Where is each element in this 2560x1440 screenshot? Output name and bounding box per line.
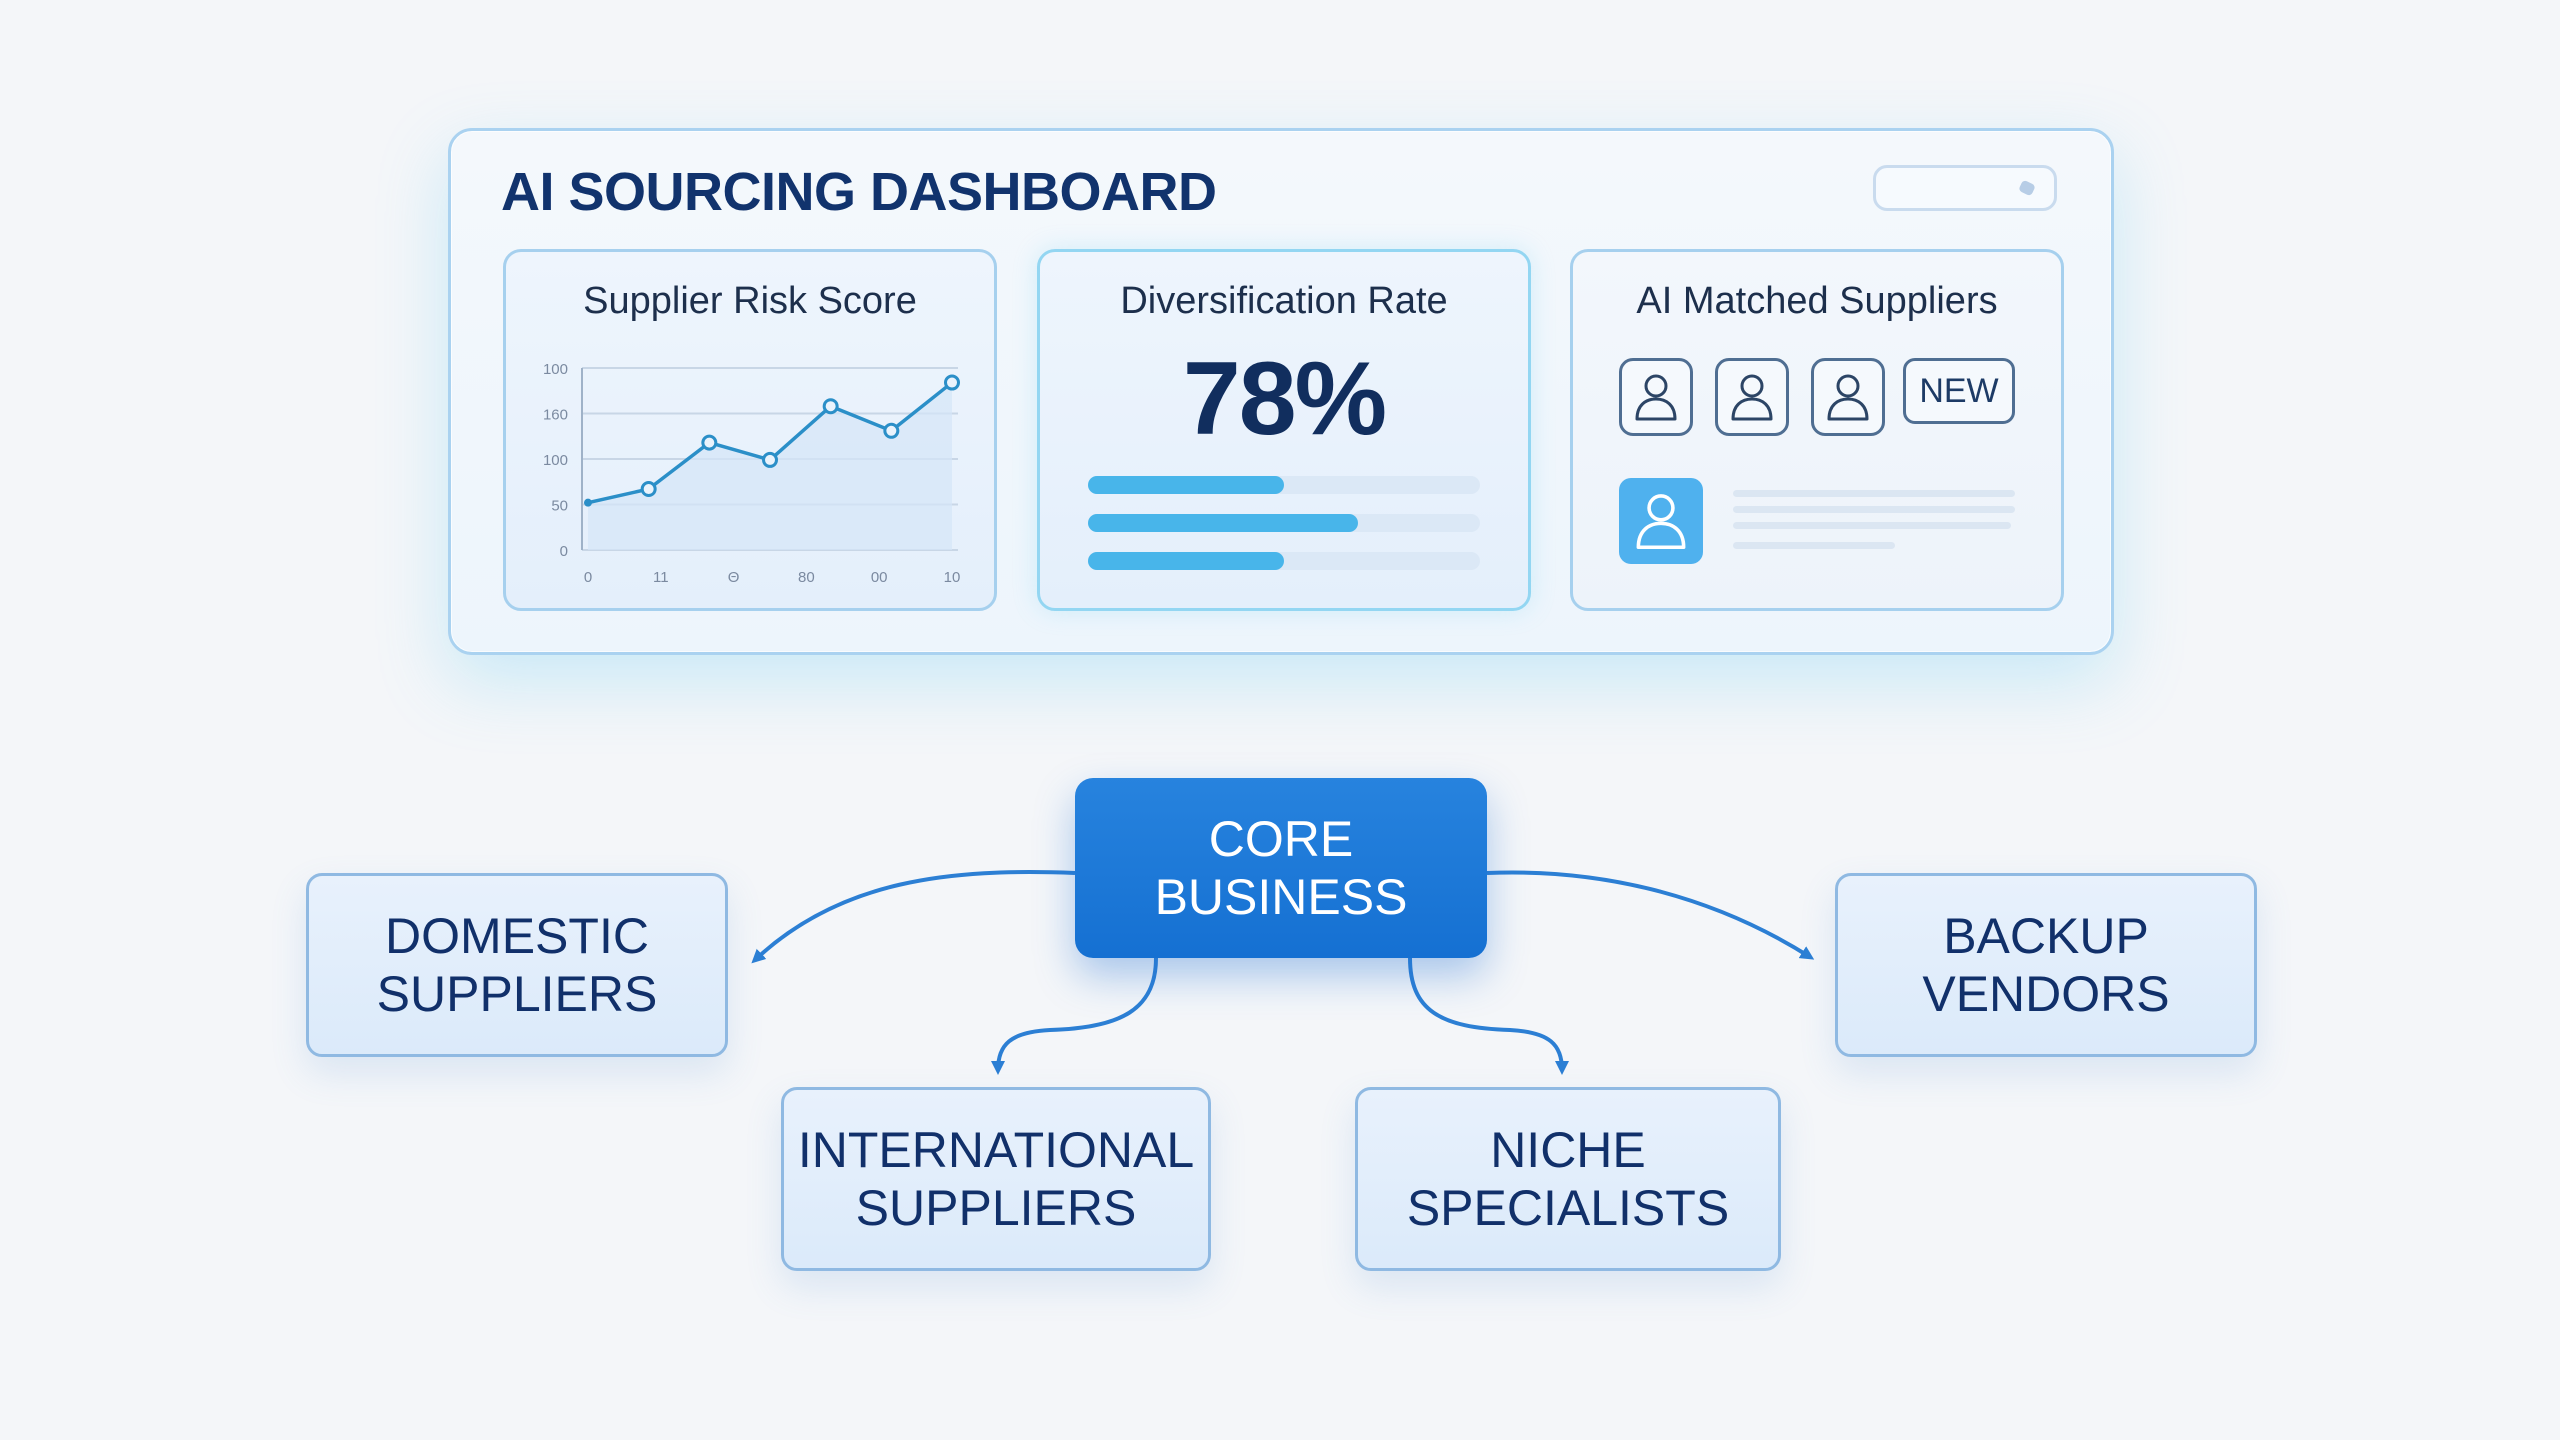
data-point <box>762 451 778 468</box>
x-tick-label: 80 <box>798 569 815 586</box>
user-icon <box>1636 494 1686 550</box>
arrow-to-international <box>991 957 1158 1075</box>
data-point <box>701 434 718 451</box>
niche-specialists-node[interactable]: NICHE SPECIALISTS <box>1355 1087 1781 1271</box>
user-icon <box>1635 374 1677 421</box>
progress-fill <box>1088 552 1284 570</box>
supplier-avatar-3[interactable] <box>1811 358 1885 436</box>
arrow-to-domestic <box>751 870 1076 964</box>
x-tick-label: 0 <box>584 569 592 586</box>
data-point <box>584 498 592 507</box>
y-tick-label: 0 <box>560 543 568 560</box>
arrow-to-niche <box>1408 957 1569 1075</box>
risk-score-line-chart: 100 160 100 50 00 11 Θ 80 00 10 <box>543 361 961 586</box>
diversification-card[interactable]: Diversification Rate 78% <box>1037 249 1531 611</box>
x-tick-label: Θ <box>728 569 740 586</box>
node-label: VENDORS <box>1922 966 2170 1022</box>
y-tick-label: 100 <box>543 361 568 378</box>
x-tick-label: 10 <box>944 569 961 586</box>
progress-bar-1 <box>1088 476 1480 494</box>
node-label: DOMESTIC <box>385 908 649 964</box>
node-label: INTERNATIONAL <box>797 1122 1195 1178</box>
card-title: Diversification Rate <box>1120 280 1448 322</box>
data-point <box>640 481 657 498</box>
y-tick-label: 160 <box>543 407 568 424</box>
x-tick-label: 00 <box>871 569 888 586</box>
data-point <box>944 374 960 391</box>
new-badge[interactable]: NEW <box>1903 358 2015 424</box>
data-point <box>822 398 839 415</box>
dashboard-title: AI SOURCING DASHBOARD <box>501 162 1217 222</box>
node-label: SPECIALISTS <box>1406 1180 1730 1236</box>
supplier-avatar-2[interactable] <box>1715 358 1789 436</box>
x-tick-label: 11 <box>653 569 669 586</box>
progress-bar-3 <box>1088 552 1480 570</box>
node-label: BACKUP <box>1943 908 2149 964</box>
diversification-value: 78% <box>1182 341 1387 457</box>
dashboard-panel: AI SOURCING DASHBOARD Supplier Risk Scor… <box>448 128 2114 655</box>
international-suppliers-node[interactable]: INTERNATIONAL SUPPLIERS <box>781 1087 1211 1271</box>
supplier-avatar-1[interactable] <box>1619 358 1693 436</box>
core-business-node[interactable]: CORE BUSINESS <box>1075 778 1487 958</box>
y-tick-label: 100 <box>543 452 568 469</box>
node-label: SUPPLIERS <box>855 1180 1137 1236</box>
user-icon <box>1731 374 1773 421</box>
ai-matched-suppliers-card[interactable]: AI Matched Suppliers NEW <box>1570 249 2064 611</box>
node-label: BUSINESS <box>1154 869 1408 925</box>
data-point <box>883 422 900 439</box>
text-placeholder-line <box>1733 522 2011 529</box>
search-field[interactable] <box>1873 165 2057 211</box>
text-placeholder-line <box>1733 542 1895 549</box>
backup-vendors-node[interactable]: BACKUP VENDORS <box>1835 873 2257 1057</box>
text-placeholder-line <box>1733 506 2015 513</box>
node-label: CORE <box>1208 811 1354 867</box>
domestic-suppliers-node[interactable]: DOMESTIC SUPPLIERS <box>306 873 728 1057</box>
y-tick-label: 50 <box>551 498 568 515</box>
card-title: AI Matched Suppliers <box>1636 280 1998 322</box>
featured-supplier-avatar[interactable] <box>1619 478 1703 564</box>
node-label: NICHE <box>1490 1122 1646 1178</box>
node-label: SUPPLIERS <box>376 966 658 1022</box>
text-placeholder-line <box>1733 490 2015 497</box>
progress-fill <box>1088 514 1359 532</box>
user-icon <box>1827 374 1869 421</box>
arrow-to-backup <box>1486 870 1815 960</box>
progress-bar-2 <box>1088 514 1480 532</box>
card-title: Supplier Risk Score <box>583 280 917 322</box>
progress-fill <box>1088 476 1284 494</box>
